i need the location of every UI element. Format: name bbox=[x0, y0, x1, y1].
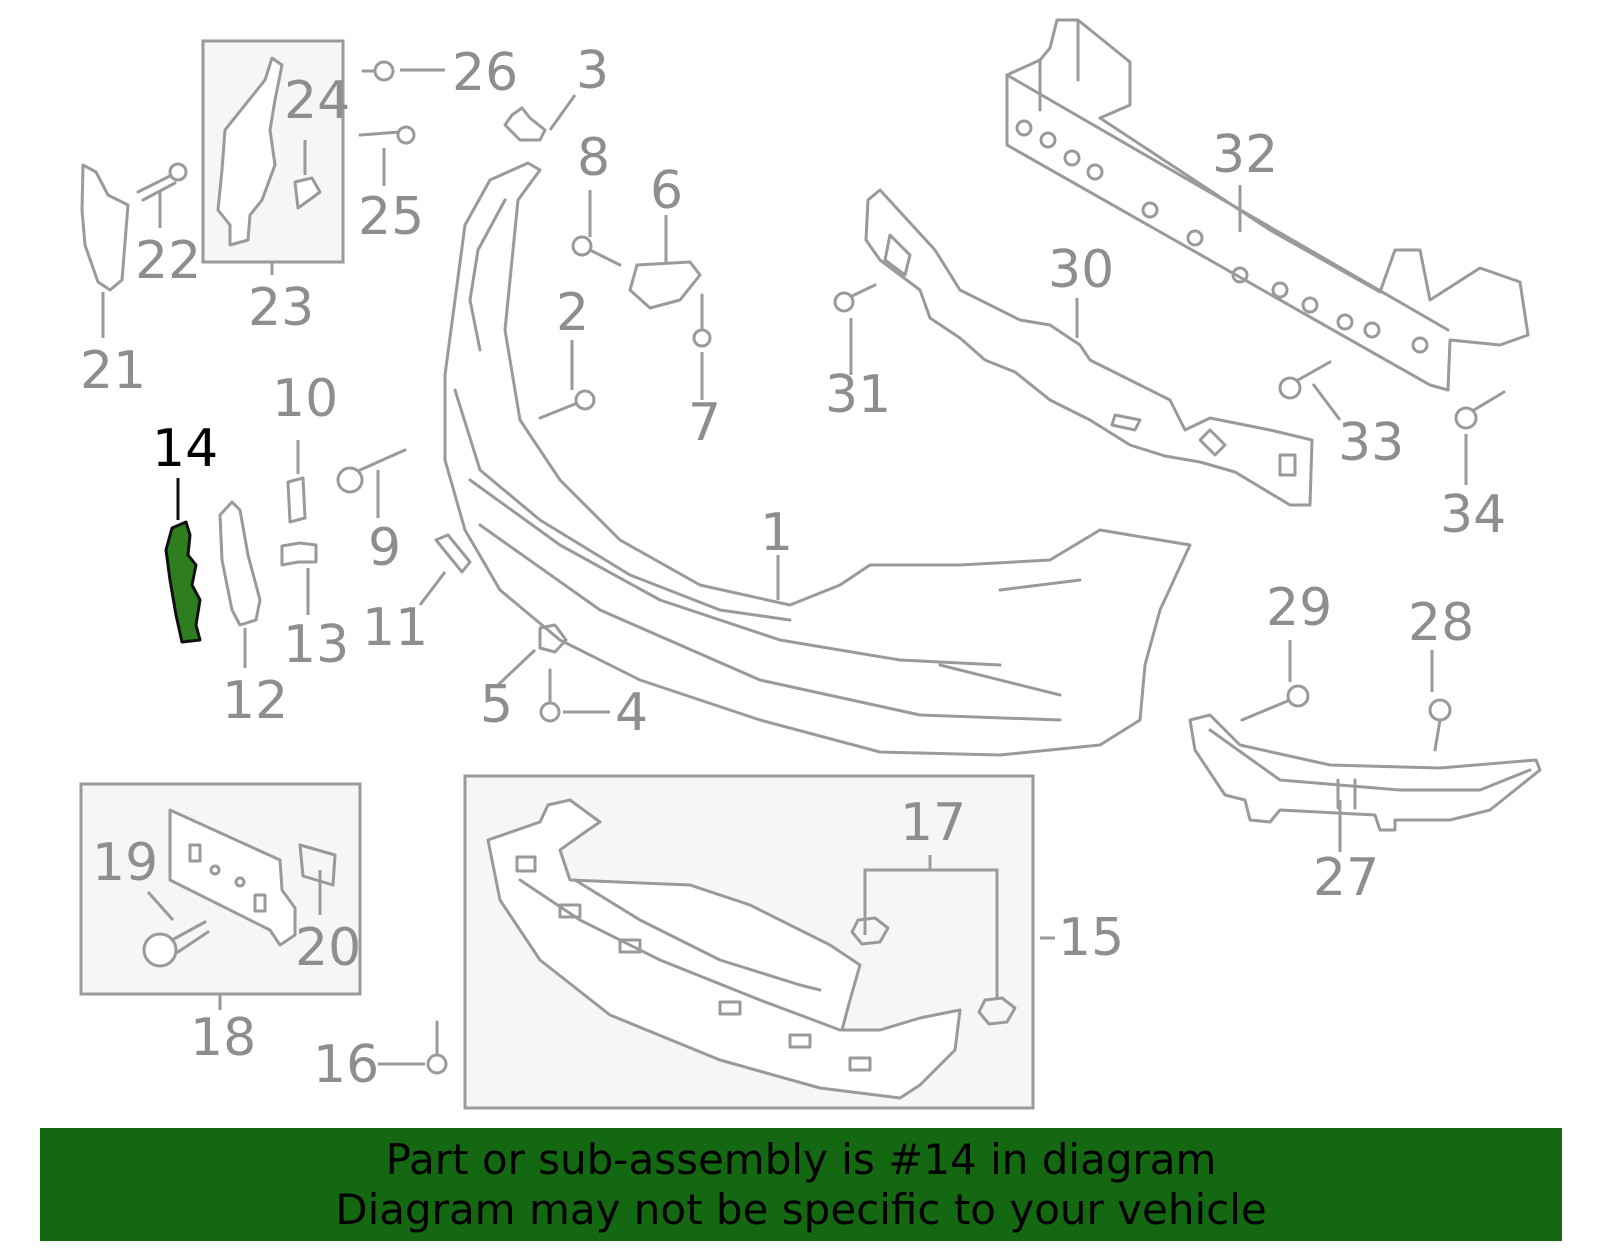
callout-16: 16 bbox=[313, 1035, 379, 1095]
banner-line-2: Diagram may not be specific to your vehi… bbox=[335, 1184, 1267, 1234]
callout-13: 13 bbox=[283, 615, 349, 675]
part-17-clip-b bbox=[977, 996, 1017, 1026]
callout-31: 31 bbox=[825, 365, 891, 425]
leader-lines bbox=[101, 68, 1468, 1066]
callout-25: 25 bbox=[358, 187, 424, 247]
callout-33: 33 bbox=[1338, 413, 1404, 473]
part-19-screw bbox=[142, 920, 210, 968]
bolts bbox=[136, 125, 1506, 1075]
callout-19: 19 bbox=[92, 833, 158, 893]
callout-18: 18 bbox=[190, 1008, 256, 1068]
callout-24: 24 bbox=[284, 71, 350, 131]
callout-21: 21 bbox=[80, 341, 146, 401]
part-18-plate bbox=[168, 808, 297, 947]
part-21-bracket bbox=[80, 163, 130, 292]
part-17-clip-a bbox=[850, 916, 890, 946]
callout-17: 17 bbox=[900, 793, 966, 853]
callout-7: 7 bbox=[688, 393, 721, 453]
part-3-clip bbox=[503, 106, 547, 142]
callout-5: 5 bbox=[480, 675, 513, 735]
part-11-retainer bbox=[434, 533, 472, 574]
info-banner: Part or sub-assembly is #14 in diagram D… bbox=[40, 1128, 1562, 1241]
part-9-hook bbox=[336, 448, 407, 494]
part-24-clip bbox=[293, 176, 322, 210]
callout-23: 23 bbox=[248, 278, 314, 338]
banner-line-1: Part or sub-assembly is #14 in diagram bbox=[385, 1134, 1217, 1184]
part-26-clip bbox=[361, 60, 395, 82]
part-27-lower-bracket bbox=[1188, 713, 1542, 832]
callout-22: 22 bbox=[135, 231, 201, 291]
part-14-bracket-highlighted bbox=[164, 520, 202, 644]
part-23-bracket bbox=[216, 56, 284, 247]
part-10-clip bbox=[286, 476, 307, 524]
part-30-absorber bbox=[864, 188, 1314, 507]
callout-29: 29 bbox=[1266, 578, 1332, 638]
part-20-nut bbox=[298, 843, 337, 887]
callout-6: 6 bbox=[650, 161, 683, 221]
callout-8: 8 bbox=[577, 128, 610, 188]
callout-10: 10 bbox=[272, 369, 338, 429]
callout-3: 3 bbox=[576, 41, 609, 101]
callout-27: 27 bbox=[1313, 848, 1379, 908]
callout-20: 20 bbox=[295, 918, 361, 978]
part-12-bracket bbox=[218, 500, 262, 627]
callout-2: 2 bbox=[556, 283, 589, 343]
callout-15: 15 bbox=[1058, 908, 1124, 968]
part-13-clip bbox=[280, 541, 318, 567]
callout-1: 1 bbox=[760, 503, 793, 563]
part-6-bracket bbox=[628, 260, 702, 310]
part-32-reinforcement bbox=[1005, 18, 1530, 392]
callout-12: 12 bbox=[222, 671, 288, 731]
callout-4: 4 bbox=[615, 683, 648, 743]
callout-34: 34 bbox=[1440, 485, 1506, 545]
callout-26: 26 bbox=[452, 43, 518, 103]
part-15-undercover bbox=[486, 798, 962, 1100]
part-1-bumper-cover bbox=[443, 161, 1192, 757]
callout-14: 14 bbox=[152, 419, 218, 479]
callout-9: 9 bbox=[368, 518, 401, 578]
callout-30: 30 bbox=[1048, 240, 1114, 300]
callout-28: 28 bbox=[1408, 593, 1474, 653]
callout-numbers: 1 2 3 4 5 6 7 8 9 10 11 12 13 14 15 16 1… bbox=[80, 41, 1506, 1095]
callout-32: 32 bbox=[1212, 125, 1278, 185]
part-5-clip bbox=[538, 623, 568, 654]
callout-11: 11 bbox=[362, 598, 428, 658]
